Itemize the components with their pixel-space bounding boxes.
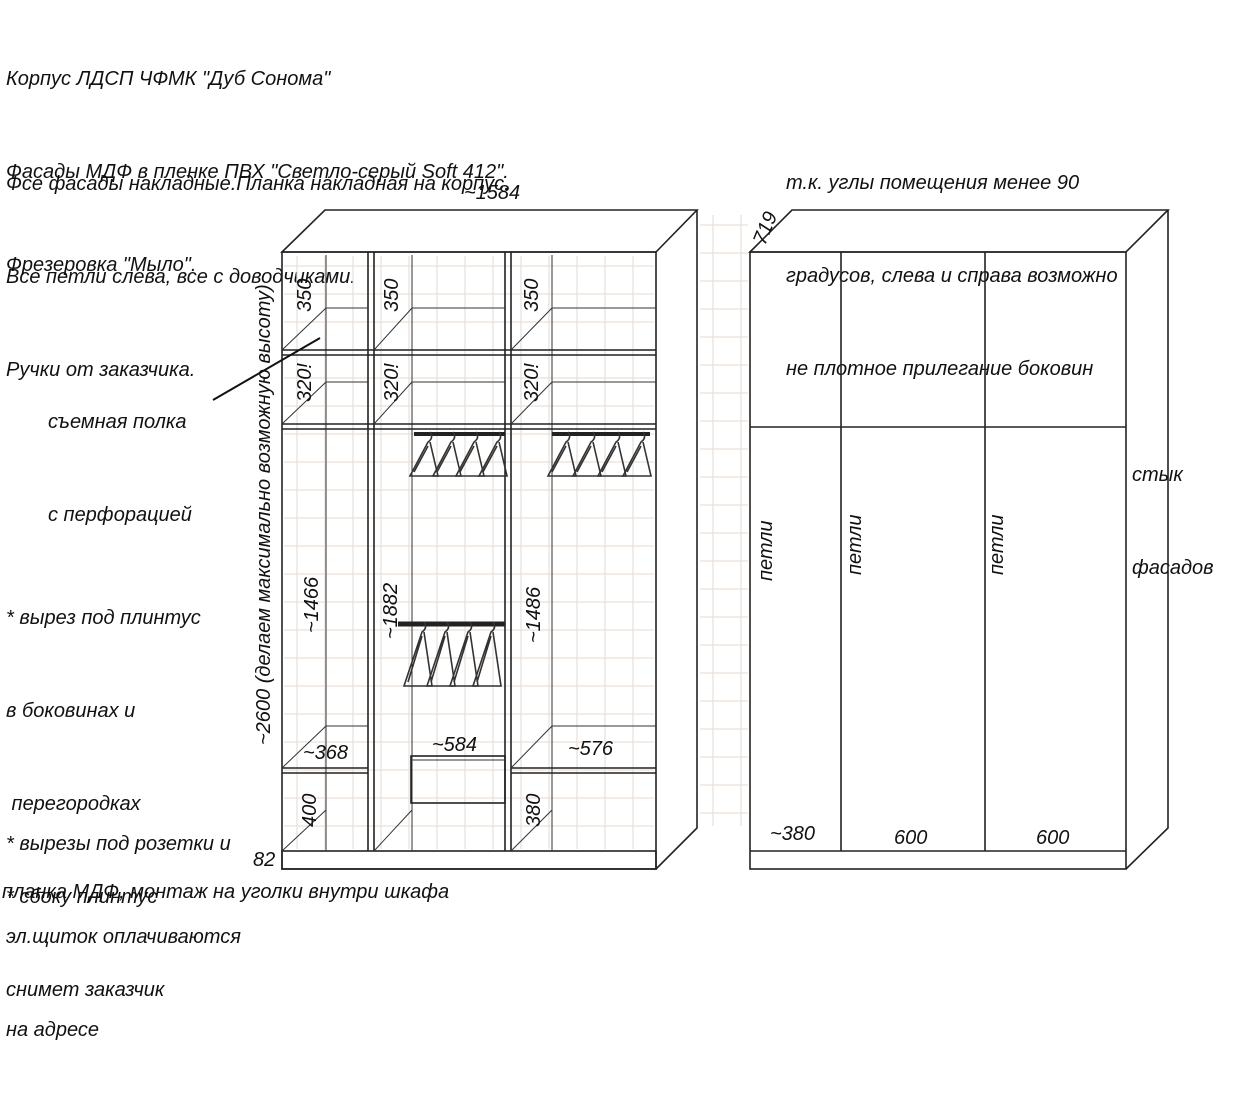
joint-line: стык <box>1132 464 1183 486</box>
materials-line: Корпус ЛДСП ЧФМК "Дуб Сонома" <box>6 68 331 90</box>
second-shelf-height: 320! <box>381 363 403 402</box>
materials-line: Фасады МДФ в пленке ПВХ "Светло-серый So… <box>6 161 509 183</box>
carcass-side-perspective <box>655 210 698 870</box>
bottom-width: ~576 <box>568 738 614 760</box>
top-shelf-height: 350 <box>294 279 316 312</box>
hang-height-right: ~1486 <box>523 586 545 643</box>
shelf-line: съемная полка <box>48 411 187 433</box>
shelf-leader-line <box>212 337 321 401</box>
sockets-line: эл.щиток оплачиваются <box>6 926 241 948</box>
second-shelf-height: 320! <box>521 363 543 402</box>
corners-line: градусов, слева и справа возможно <box>786 265 1118 287</box>
hinge-label: петли <box>755 520 777 581</box>
bottom-note: планка МДФ, монтаж на уголки внутри шкаф… <box>2 881 450 903</box>
hang-height-left: ~1466 <box>301 576 323 633</box>
materials-note: Корпус ЛДСП ЧФМК "Дуб Сонома" Фасады МДФ… <box>6 2 509 343</box>
depth-dimension: 719 <box>749 209 782 248</box>
top-shelf-height: 350 <box>521 279 543 312</box>
door-width: ~380 <box>770 823 815 845</box>
carcass-open-view <box>212 209 699 870</box>
bottom-width: ~368 <box>303 742 348 764</box>
hanger <box>431 431 463 477</box>
wardrobe-front-view <box>748 209 1170 870</box>
shelf-line: с перфорацией <box>48 504 192 526</box>
assembly-line: Фсе фасады накладные.Планка накладная на… <box>6 173 510 195</box>
carcass-top-perspective <box>280 209 699 253</box>
hanger <box>408 431 440 477</box>
assembly-line: Ручки от заказчика. <box>6 359 196 381</box>
plinth-line: * сбоку плинтус <box>6 886 158 908</box>
assembly-line: Все петли слева, все с доводчиками. <box>6 266 356 288</box>
hanger <box>477 431 509 477</box>
hanger <box>402 621 433 687</box>
hanger <box>621 431 653 477</box>
hang-height-middle: ~1882 <box>380 583 402 639</box>
width-dimension: ~1584 <box>464 182 520 204</box>
joint-line: фасадов <box>1132 557 1214 579</box>
hanger <box>571 431 603 477</box>
hanger <box>596 431 628 477</box>
hanger <box>454 431 486 477</box>
hinge-label: петли <box>844 514 866 575</box>
bottom-width: ~584 <box>432 734 477 756</box>
plinth-line: в боковинах и <box>6 700 136 722</box>
height-dimension: ~2600 (делаем максимально возможную высо… <box>253 284 275 745</box>
hinge-label: петли <box>986 514 1008 575</box>
hanger <box>546 431 578 477</box>
top-shelf-height: 350 <box>381 279 403 312</box>
plinth-line: * вырез под плинтус <box>6 607 201 629</box>
hanger <box>425 621 456 687</box>
assembly-note: Фсе фасады накладные.Планка накладная на… <box>6 107 510 448</box>
front-side-perspective <box>1125 210 1169 870</box>
corners-line: т.к. углы помещения менее 90 <box>786 172 1080 194</box>
plinth-line: перегородках <box>6 793 141 815</box>
plinth-strip <box>281 850 657 870</box>
wall-tile-grid <box>284 215 748 849</box>
corners-note: т.к. углы помещения менее 90 градусов, с… <box>786 106 1118 447</box>
front-top-perspective <box>748 209 1170 253</box>
hanger <box>471 621 502 687</box>
sockets-line: * вырезы под розетки и <box>6 833 231 855</box>
drawing-canvas: ~1584 719 ~2600 (делаем максимально возм… <box>212 182 1170 871</box>
second-shelf-height: 320! <box>294 363 316 402</box>
sockets-line: на адресе <box>6 1019 100 1041</box>
materials-line: Фрезеровка "Мыло". <box>6 254 197 276</box>
shelf-note: съемная полка с перфорацией <box>48 345 192 593</box>
hangers-group <box>402 431 653 687</box>
wardrobe-drawing: Корпус ЛДСП ЧФМК "Дуб Сонома" Фасады МДФ… <box>2 2 1214 1041</box>
bottom-compartment-height: 400 <box>299 794 321 827</box>
door-width: 600 <box>894 827 927 849</box>
hanger <box>448 621 479 687</box>
joint-note: стык фасадов <box>1132 398 1214 646</box>
door-width: 600 <box>1036 827 1069 849</box>
bottom-compartment-height: 380 <box>523 794 545 827</box>
plinth-height: 82 <box>253 849 275 871</box>
drawer-box <box>410 755 506 804</box>
